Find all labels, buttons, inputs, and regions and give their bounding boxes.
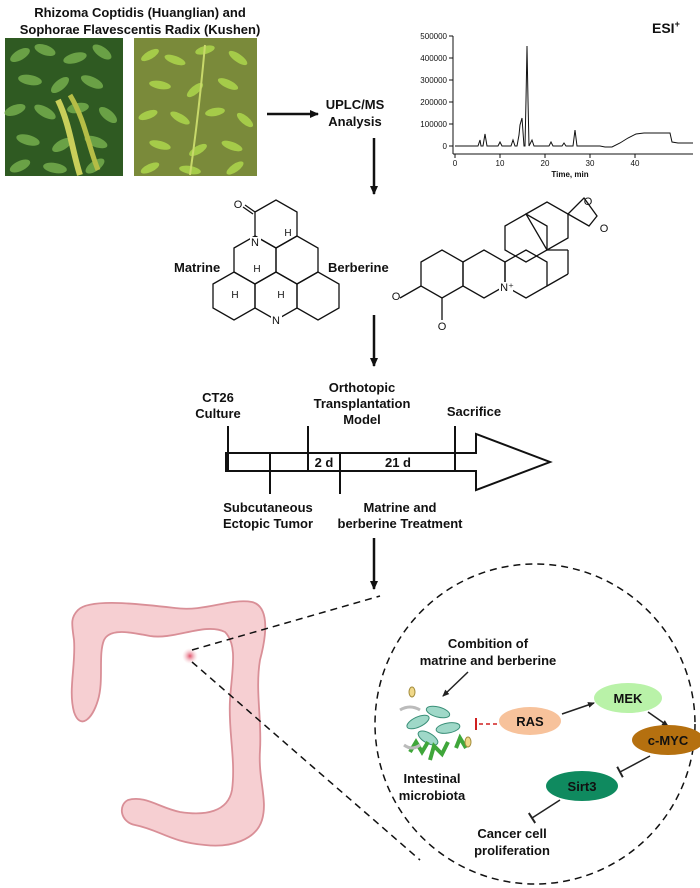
combination-label-line1: Combition of <box>448 636 529 651</box>
uplc-label-line1: UPLC/MS <box>326 97 385 112</box>
ct26-label-line2: Culture <box>195 406 241 421</box>
x-tick-label: 40 <box>631 159 640 168</box>
arrow-mek-to-cmyc <box>647 711 669 727</box>
matrine-atom-n: N <box>272 315 280 327</box>
berberine-atom-o: O <box>392 291 401 303</box>
uplc-label-line2: Analysis <box>328 114 381 129</box>
ortho-label-line3: Model <box>343 412 381 427</box>
berberine-n-bg <box>499 282 513 292</box>
zoom-line-top <box>191 595 381 651</box>
y-tick-label: 100000 <box>420 120 447 129</box>
matrine-atom-h: H <box>277 290 284 301</box>
ortho-label-line1: Orthotopic <box>329 380 395 395</box>
ras-node <box>499 707 561 735</box>
subcutaneous-label-line2: Ectopic Tumor <box>223 516 313 531</box>
y-tick-label: 500000 <box>420 32 447 41</box>
inhibit-cmyc-sirt3 <box>616 755 651 778</box>
berberine-label: Berberine <box>328 260 389 275</box>
esi-label: ESI+ <box>652 19 680 36</box>
matrine-atom-o: O <box>234 199 243 211</box>
matrine-n2-bg <box>271 315 282 325</box>
microbiota-label-line1: Intestinal <box>403 771 460 786</box>
ct26-label-line1: CT26 <box>202 390 234 405</box>
subcutaneous-label-line1: Subcutaneous <box>223 500 313 515</box>
sirt3-label: Sirt3 <box>568 779 597 794</box>
colon-illustration <box>70 600 267 847</box>
herb-title-line2: Sophorae Flavescentis Radix (Kushen) <box>20 22 261 37</box>
mek-node <box>594 683 662 713</box>
zoom-line-bottom <box>191 661 421 861</box>
berberine-atom-o: O <box>584 196 593 208</box>
zoom-circle <box>374 563 696 885</box>
treatment-label-line1: Matrine and <box>364 500 437 515</box>
berberine-atom-nplus: N⁺ <box>500 282 514 294</box>
x-tick-label: 20 <box>541 159 550 168</box>
y-ticks: 500000 400000 300000 200000 100000 0 <box>420 32 453 151</box>
treatment-label-line2: berberine Treatment <box>338 516 464 531</box>
cancer-label-line1: Cancer cell <box>477 826 546 841</box>
arrow-combo-to-microbiota <box>442 671 469 697</box>
matrine-atom-h: H <box>284 228 291 239</box>
inhibit-sirt3-proliferation <box>527 799 561 824</box>
timeline: 2 d 21 d <box>225 426 553 494</box>
segment-21d: 21 d <box>385 455 411 470</box>
microbiota-label-line2: microbiota <box>399 788 466 803</box>
matrine-n-bg <box>250 237 261 247</box>
y-tick-label: 300000 <box>420 76 447 85</box>
chromatogram: ESI+ 500000 400000 300000 200000 100000 … <box>420 19 693 179</box>
microbiota-illustration <box>399 686 472 761</box>
berberine-atom-o: O <box>438 321 447 333</box>
matrine-atom-h: H <box>231 290 238 301</box>
cmyc-label: c-MYC <box>648 733 689 748</box>
y-tick-label: 400000 <box>420 54 447 63</box>
huanglian-photo <box>4 38 123 176</box>
berberine-atom-o: O <box>600 223 609 235</box>
timeline-arrow <box>225 432 553 492</box>
tumor-site <box>182 648 198 664</box>
cancer-label-line2: proliferation <box>474 843 550 858</box>
y-tick-label: 0 <box>443 142 448 151</box>
x-ticks: 0 10 20 30 40 <box>453 154 640 168</box>
ortho-label-line2: Transplantation <box>314 396 411 411</box>
kushen-photo <box>134 38 257 176</box>
x-axis-title: Time, min <box>551 170 588 179</box>
combination-label-line2: matrine and berberine <box>420 653 557 668</box>
herb-title-line1: Rhizoma Coptidis (Huanglian) and <box>34 5 246 20</box>
sacrifice-label: Sacrifice <box>447 404 501 419</box>
chromatogram-trace <box>455 45 693 148</box>
y-tick-label: 200000 <box>420 98 447 107</box>
berberine-structure <box>399 197 598 320</box>
matrine-structure <box>212 199 340 321</box>
x-tick-label: 0 <box>453 159 458 168</box>
arrow-ras-to-mek <box>561 702 595 715</box>
segment-2d: 2 d <box>315 455 334 470</box>
matrine-atom-n: N <box>251 237 259 249</box>
matrine-atom-h: H <box>253 264 260 275</box>
matrine-label: Matrine <box>174 260 220 275</box>
x-tick-label: 30 <box>586 159 595 168</box>
ras-label: RAS <box>516 714 544 729</box>
mek-label: MEK <box>614 691 644 706</box>
sirt3-node <box>546 771 618 801</box>
x-tick-label: 10 <box>496 159 505 168</box>
cmyc-node <box>632 725 700 755</box>
